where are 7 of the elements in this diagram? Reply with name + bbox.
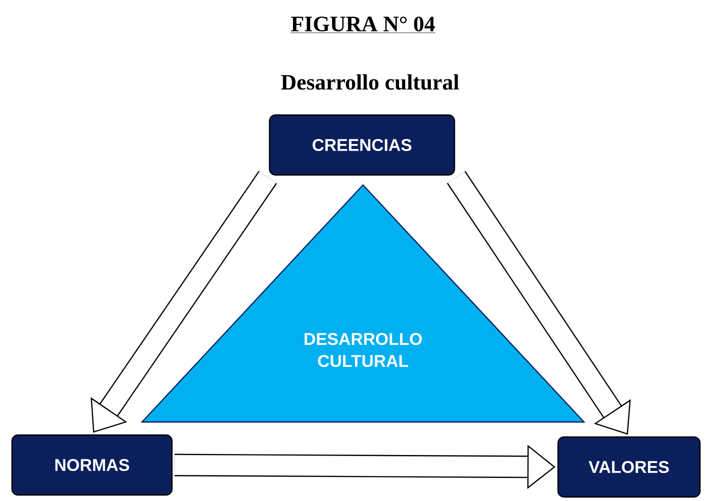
label-box: CREENCIAS bbox=[268, 114, 456, 176]
subtitle: Desarrollo cultural bbox=[281, 74, 459, 90]
label-box: NORMAS bbox=[11, 434, 173, 496]
block-arrow bbox=[446, 171, 631, 435]
figure-title: FIGURA N° 04 bbox=[290, 16, 436, 34]
label-box: VALORES bbox=[557, 436, 701, 498]
block-arrow bbox=[90, 170, 278, 433]
